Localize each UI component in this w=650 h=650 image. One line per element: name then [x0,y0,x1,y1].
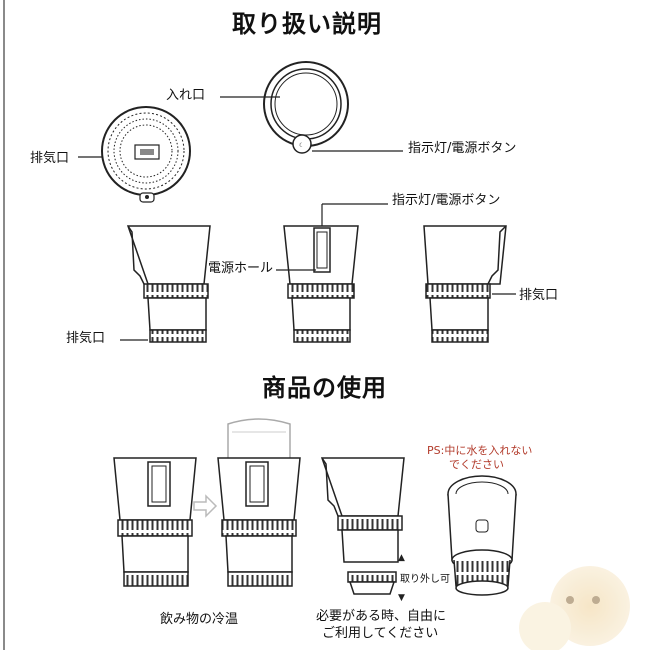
instructions-title: 取り扱い説明 [232,10,382,38]
label-removable: 取り外し可 [400,574,450,585]
cup-front-middle [283,225,359,343]
inlet-ring [263,61,349,154]
label-exhaust-right: 排気口 [519,288,559,303]
arrow-right-icon [193,494,218,518]
down-arrow-icon: ▼ [398,593,405,603]
usage-cup-1 [113,457,197,587]
ps-note-line2: でください [449,458,504,471]
label-use-freely-1: 必要がある時、自由に [316,609,447,624]
exhaust-grille-icon [101,106,191,203]
label-indicator-top: 指示灯/電源ボタン [408,141,517,156]
left-frame-line [3,0,5,650]
usage-cup-2-with-can [217,418,301,587]
cup-side-right [423,225,507,343]
label-exhaust-left: 排気口 [66,331,106,346]
label-indicator-mid: 指示灯/電源ボタン [392,193,501,208]
cup-side-left [126,225,211,343]
usage-cup-3-removable [320,457,405,595]
power-button-icon: ☾ [299,142,304,149]
mascot-watermark [519,566,630,650]
label-inlet: 入れ口 [166,88,206,103]
usage-title: 商品の使用 [262,374,387,402]
usage-cup-4-top-view [447,475,517,596]
label-power-hole: 電源ホール [208,261,274,276]
up-arrow-icon: ▲ [398,553,405,563]
label-cooling-warming: 飲み物の冷温 [160,612,239,627]
label-exhaust-top: 排気口 [30,151,70,166]
label-use-freely-2: ご利用してください [322,626,439,641]
ps-note-line1: PS:中に水を入れない [427,444,533,457]
